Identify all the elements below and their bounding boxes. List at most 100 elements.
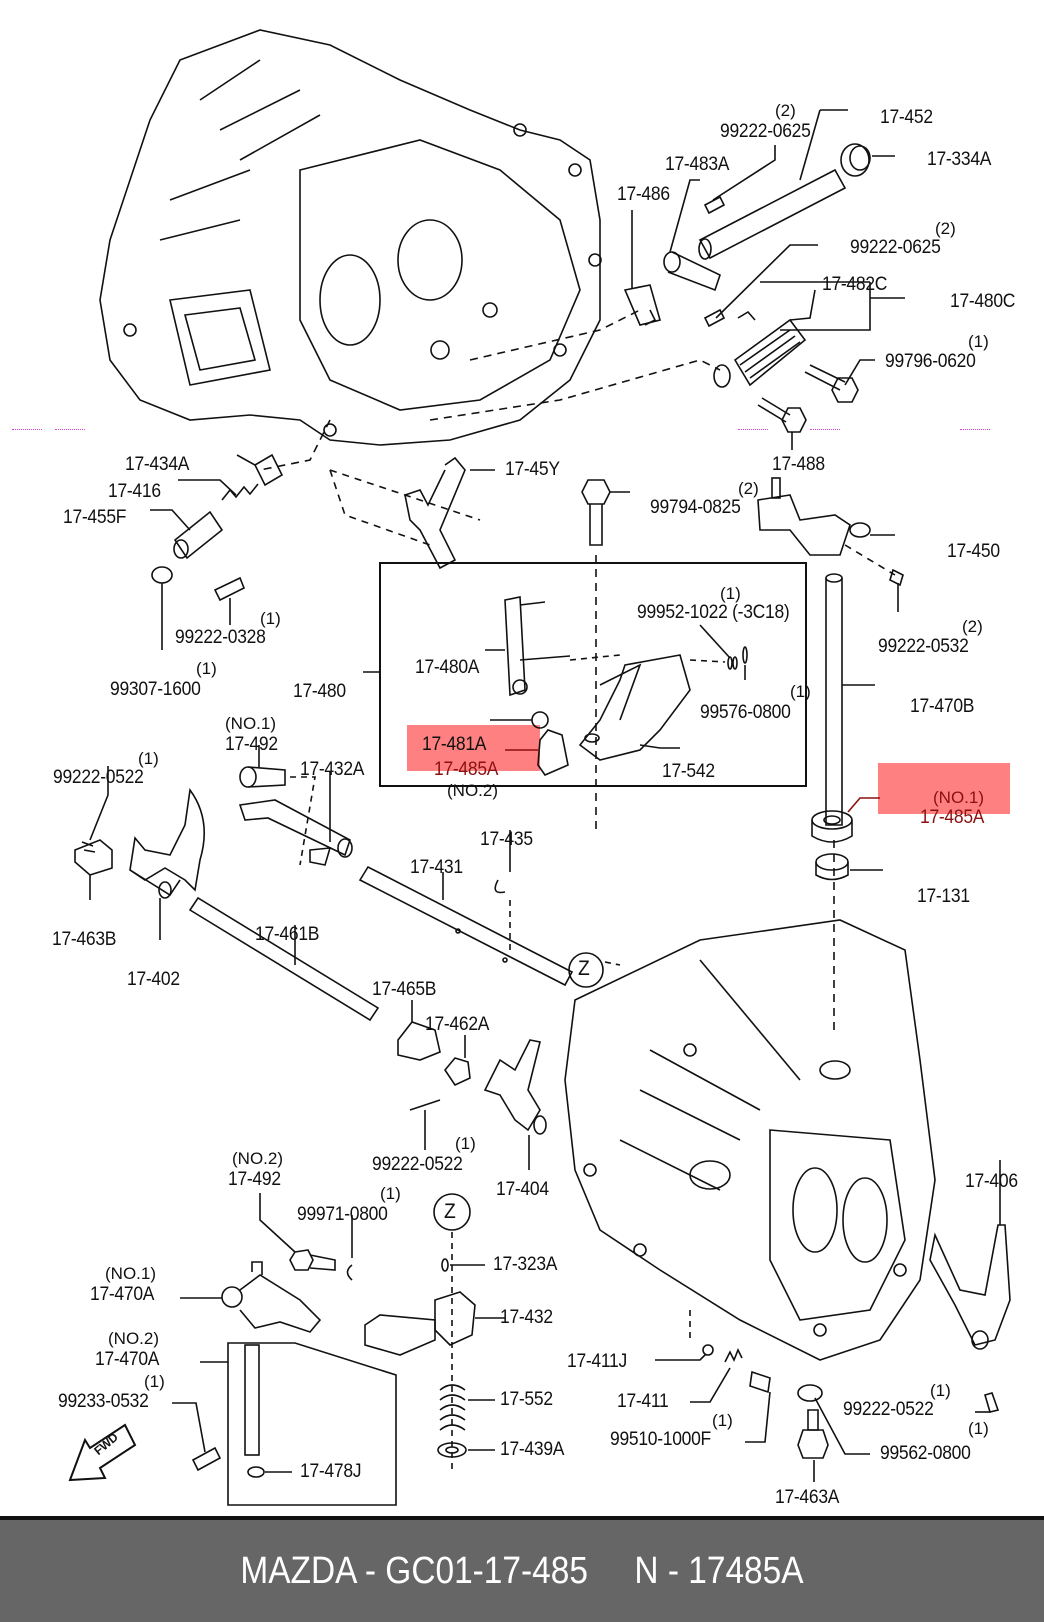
label-17-492-no2[interactable]: 17-492	[228, 1169, 281, 1190]
qty-99222-0625-b: (2)	[935, 219, 956, 238]
label-99576-0800[interactable]: 99576-0800	[700, 702, 791, 723]
part-17-462A	[444, 1035, 471, 1087]
label-17-488[interactable]: 17-488	[772, 454, 825, 475]
highlight-17-485A-no2	[407, 725, 540, 771]
part-17-488-bolt	[757, 397, 807, 450]
qty-99222-0532: (2)	[962, 617, 983, 636]
part-17-452	[698, 109, 848, 260]
part-17-411J	[655, 1344, 714, 1361]
label-17-552[interactable]: 17-552	[500, 1389, 553, 1410]
part-17-450	[757, 477, 904, 612]
reference-z-label: Z	[578, 957, 590, 980]
label-17-478J[interactable]: 17-478J	[300, 1461, 362, 1482]
label-17-485A-no2[interactable]: 17-485A	[434, 759, 499, 780]
label-17-482C[interactable]: 17-482C	[822, 274, 888, 295]
label-17-432[interactable]: 17-432	[500, 1307, 553, 1328]
label-17-404[interactable]: 17-404	[496, 1179, 549, 1200]
label-99222-0522-a[interactable]: 99222-0522	[53, 767, 144, 788]
part-17-485A-no2	[505, 729, 569, 776]
label-17-450[interactable]: 17-450	[947, 541, 1000, 562]
label-17-480A[interactable]: 17-480A	[415, 657, 480, 678]
label-99794-0825[interactable]: 99794-0825	[650, 497, 741, 518]
label-17-480[interactable]: 17-480	[293, 681, 346, 702]
label-17-411J[interactable]: 17-411J	[567, 1351, 627, 1372]
label-99222-0328[interactable]: 99222-0328	[175, 627, 266, 648]
part-17-465B	[397, 1000, 441, 1061]
label-17-434A[interactable]: 17-434A	[125, 454, 190, 475]
note-no2: (NO.2)	[447, 781, 498, 800]
label-17-411[interactable]: 17-411	[617, 1391, 669, 1412]
label-17-463A[interactable]: 17-463A	[775, 1487, 840, 1508]
label-17-435[interactable]: 17-435	[480, 829, 533, 850]
label-17-485A-no1[interactable]: 17-485A	[920, 807, 985, 828]
part-17-463B	[74, 839, 113, 900]
label-99971-0800[interactable]: 99971-0800	[297, 1204, 388, 1225]
part-99952-1022	[689, 624, 738, 670]
part-17-480C	[713, 281, 905, 388]
label-17-402[interactable]: 17-402	[127, 969, 180, 990]
label-99510-1000F[interactable]: 99510-1000F	[610, 1429, 711, 1450]
label-17-480C[interactable]: 17-480C	[950, 291, 1016, 312]
label-99222-0532[interactable]: 99222-0532	[878, 636, 969, 657]
label-99222-0625-a[interactable]: 99222-0625	[720, 121, 811, 142]
label-99562-0800[interactable]: 99562-0800	[880, 1443, 971, 1464]
part-17-483A	[663, 179, 721, 292]
label-99222-0625-b[interactable]: 99222-0625	[850, 237, 941, 258]
part-17-404	[483, 1039, 547, 1170]
label-17-334A[interactable]: 17-334A	[927, 149, 992, 170]
label-99307-1600[interactable]: 99307-1600	[110, 679, 201, 700]
guide-mark	[960, 429, 990, 430]
label-99222-0522-c[interactable]: 99222-0522	[843, 1399, 934, 1420]
label-17-492-no1[interactable]: 17-492	[225, 734, 278, 755]
label-99796-0620[interactable]: 99796-0620	[885, 351, 976, 372]
part-17-432A	[238, 772, 353, 866]
guide-mark	[810, 429, 840, 430]
part-99222-0522-b	[409, 1099, 441, 1150]
label-17-431[interactable]: 17-431	[410, 857, 463, 878]
label-17-470B[interactable]: 17-470B	[910, 696, 975, 717]
label-17-462A[interactable]: 17-462A	[425, 1014, 490, 1035]
note-no1: (NO.1)	[933, 788, 984, 807]
transmission-housing-bottom	[564, 919, 936, 1361]
label-17-406[interactable]: 17-406	[965, 1171, 1018, 1192]
part-17-470A-no1	[180, 1261, 322, 1333]
label-17-486[interactable]: 17-486	[617, 184, 670, 205]
label-17-481A[interactable]: 17-481A	[422, 734, 487, 755]
reference-circle-z	[568, 952, 604, 988]
label-17-439A[interactable]: 17-439A	[500, 1439, 565, 1460]
label-17-470A-no2[interactable]: 17-470A	[95, 1349, 160, 1370]
part-99222-0522-a	[81, 766, 109, 853]
label-17-432A[interactable]: 17-432A	[300, 759, 365, 780]
label-17-455F[interactable]: 17-455F	[63, 507, 127, 528]
part-17-434A	[236, 453, 284, 487]
label-99233-0532[interactable]: 99233-0532	[58, 1391, 149, 1412]
label-17-131[interactable]: 17-131	[917, 886, 970, 907]
label-17-483A[interactable]: 17-483A	[665, 154, 730, 175]
qty-99222-0522-a: (1)	[138, 749, 159, 768]
label-17-45Y[interactable]: 17-45Y	[505, 459, 560, 480]
part-17-455F	[150, 509, 224, 560]
label-99222-0522-b[interactable]: 99222-0522	[372, 1154, 463, 1175]
part-17-486	[623, 210, 661, 326]
label-17-452[interactable]: 17-452	[880, 107, 933, 128]
highlight-17-485A-no1	[878, 763, 1010, 814]
label-17-542[interactable]: 17-542	[662, 761, 715, 782]
part-number-caption: MAZDA - GC01-17-485 N - 17485A	[240, 1549, 804, 1592]
label-17-470A-no1[interactable]: 17-470A	[90, 1284, 155, 1305]
part-17-45Y	[329, 456, 495, 570]
part-17-402	[129, 787, 206, 940]
label-17-463B[interactable]: 17-463B	[52, 929, 117, 950]
reference-circle-z	[433, 1193, 471, 1231]
part-17-463A	[797, 1409, 829, 1482]
part-99222-0328	[213, 576, 246, 625]
part-17-542	[569, 654, 691, 761]
label-17-416[interactable]: 17-416	[108, 481, 161, 502]
note-17-492-no2: (NO.2)	[232, 1149, 283, 1168]
qty-99510-1000F: (1)	[712, 1411, 733, 1430]
part-17-470B	[825, 573, 875, 1030]
label-17-461B[interactable]: 17-461B	[255, 924, 320, 945]
label-99952-1022[interactable]: 99952-1022 (-3C18)	[637, 602, 790, 623]
label-17-323A[interactable]: 17-323A	[493, 1254, 558, 1275]
label-17-465B[interactable]: 17-465B	[372, 979, 437, 1000]
qty-99222-0328: (1)	[260, 609, 281, 628]
